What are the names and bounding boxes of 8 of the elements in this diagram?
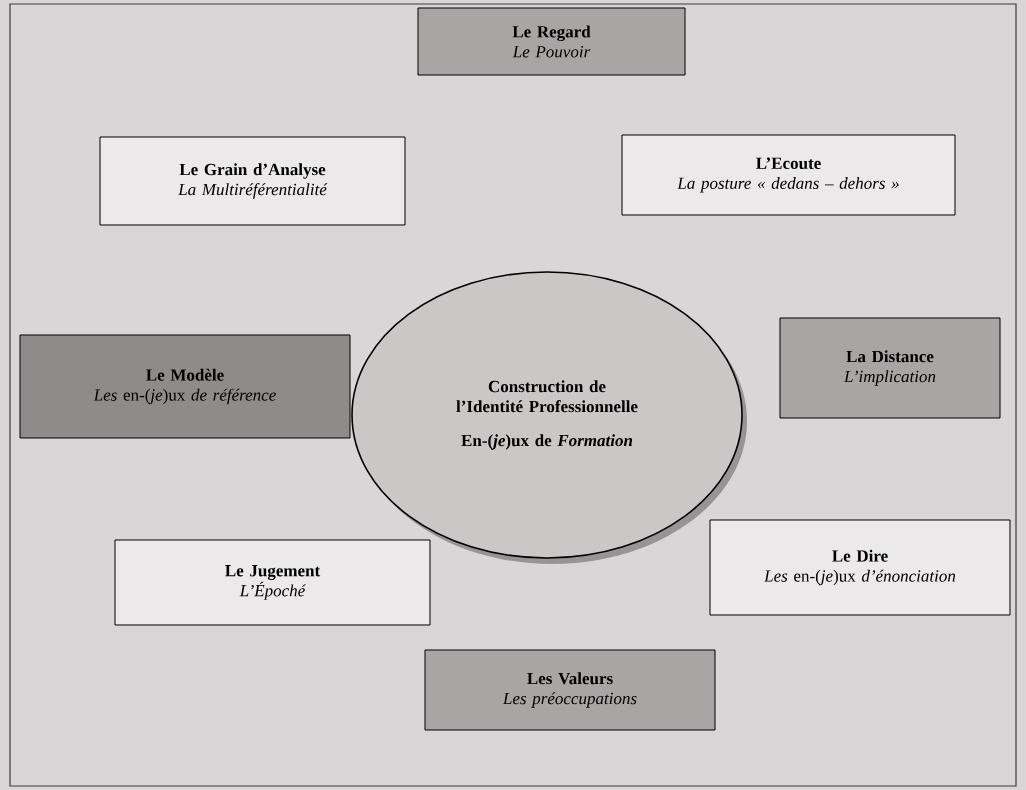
concept-box: L’Ecoute La posture « dedans – dehors »	[621, 134, 956, 216]
concept-box: Le Grain d’Analyse La Multiréférentialité	[99, 136, 406, 226]
concept-box: Le Modèle Les en-(je)ux de référence	[19, 334, 351, 439]
concept-box: Les Valeurs Les préoccupations	[424, 649, 716, 731]
concept-box: La Distance L’implication	[779, 317, 1001, 419]
concept-box: Le Regard Le Pouvoir	[417, 7, 686, 76]
concept-box: Le Jugement L’Époché	[114, 539, 431, 626]
concept-box: Le Dire Les en-(je)ux d’énonciation	[709, 519, 1011, 616]
